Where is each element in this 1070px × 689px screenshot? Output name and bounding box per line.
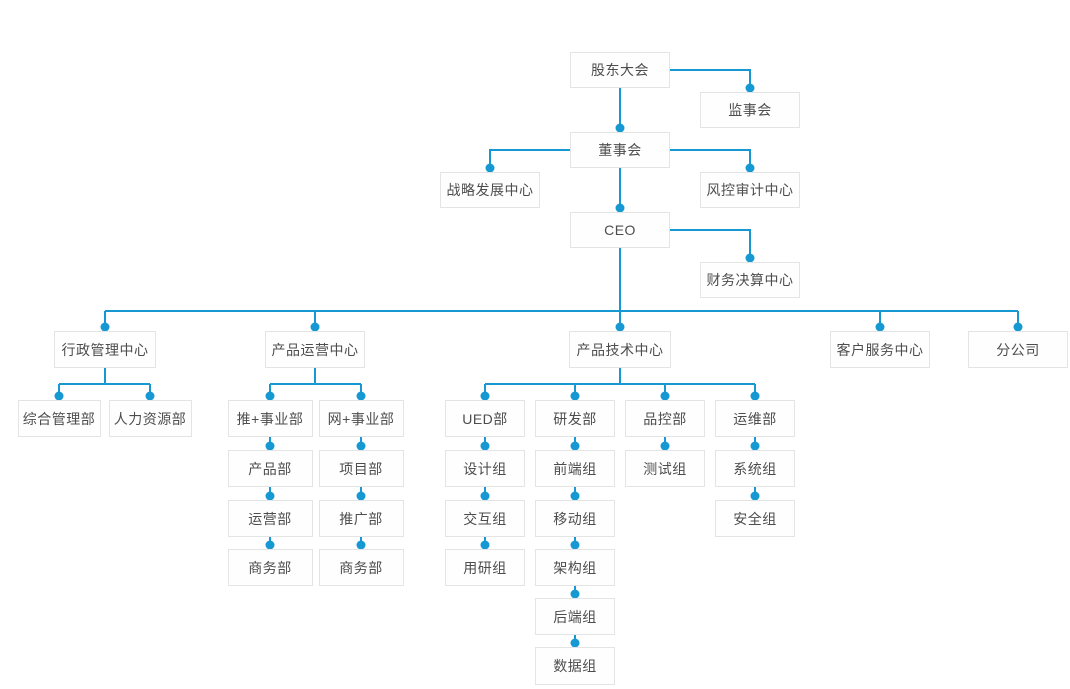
org-node-operations-dept: 运营部 <box>227 500 313 537</box>
connector-dot <box>310 322 320 332</box>
connector-dot <box>570 540 580 550</box>
connector-dot <box>570 441 580 451</box>
connector-dot <box>750 491 760 501</box>
org-node-mobile-group: 移动组 <box>535 500 615 537</box>
connector-dot <box>480 391 490 401</box>
connector-dot <box>480 540 490 550</box>
org-node-frontend-group: 前端组 <box>535 450 615 487</box>
connector-dot <box>570 391 580 401</box>
connector-dot <box>265 391 275 401</box>
connector-dot <box>615 123 625 133</box>
org-node-board-of-directors: 董事会 <box>570 132 670 168</box>
connector-dot <box>100 322 110 332</box>
org-node-tui-business-dept: 推+事业部 <box>227 400 313 437</box>
org-node-general-mgmt-dept: 综合管理部 <box>17 400 101 437</box>
org-node-interaction-group: 交互组 <box>445 500 525 537</box>
org-node-project-dept: 项目部 <box>318 450 404 487</box>
org-node-supervisory-board: 监事会 <box>700 92 800 128</box>
org-node-hr-dept: 人力资源部 <box>108 400 192 437</box>
connector-dot <box>265 540 275 550</box>
org-node-rnd-dept: 研发部 <box>535 400 615 437</box>
connector-dot <box>660 441 670 451</box>
org-node-product-tech-center: 产品技术中心 <box>569 331 671 368</box>
connector-dot <box>615 322 625 332</box>
org-node-system-group: 系统组 <box>715 450 795 487</box>
connector-dot <box>480 441 490 451</box>
connector-dot <box>660 391 670 401</box>
connector-line <box>670 149 751 172</box>
org-node-shareholders-meeting: 股东大会 <box>570 52 670 88</box>
org-node-ued-dept: UED部 <box>445 400 525 437</box>
connector-dot <box>745 163 755 173</box>
connector-line <box>489 149 570 172</box>
connector-line <box>670 229 751 262</box>
org-node-strategy-dev-center: 战略发展中心 <box>440 172 540 208</box>
connector-dot <box>875 322 885 332</box>
connector-dot <box>570 638 580 648</box>
connector-dot <box>745 253 755 263</box>
org-node-wang-business-dept: 网+事业部 <box>318 400 404 437</box>
org-node-security-group: 安全组 <box>715 500 795 537</box>
connector-dot <box>750 391 760 401</box>
org-node-customer-service-center: 客户服务中心 <box>830 331 930 368</box>
org-node-design-group: 设计组 <box>445 450 525 487</box>
connector-dot <box>145 391 155 401</box>
org-node-testing-group: 测试组 <box>625 450 705 487</box>
org-node-architecture-group: 架构组 <box>535 549 615 586</box>
connector-dot <box>570 589 580 599</box>
org-node-product-ops-center: 产品运营中心 <box>265 331 365 368</box>
org-node-data-group: 数据组 <box>535 647 615 685</box>
org-node-maintenance-dept: 运维部 <box>715 400 795 437</box>
connector-dot <box>745 83 755 93</box>
connector-dot <box>265 491 275 501</box>
connector-line <box>670 69 751 92</box>
org-node-risk-audit-center: 风控审计中心 <box>700 172 800 208</box>
connector-dot <box>570 491 580 501</box>
connector-dot <box>265 441 275 451</box>
org-node-qc-dept: 品控部 <box>625 400 705 437</box>
org-node-user-research-group: 用研组 <box>445 549 525 586</box>
connector-dot <box>356 441 366 451</box>
org-node-backend-group: 后端组 <box>535 598 615 635</box>
connector-dot <box>615 203 625 213</box>
org-node-product-dept: 产品部 <box>227 450 313 487</box>
org-node-finance-settlement-center: 财务决算中心 <box>700 262 800 298</box>
connector-dot <box>54 391 64 401</box>
connector-dot <box>750 441 760 451</box>
org-node-admin-mgmt-center: 行政管理中心 <box>54 331 156 368</box>
org-node-business-dept-a: 商务部 <box>227 549 313 586</box>
connector-dot <box>356 391 366 401</box>
org-node-ceo: CEO <box>570 212 670 248</box>
org-node-business-dept-b: 商务部 <box>318 549 404 586</box>
org-node-promotion-dept: 推广部 <box>318 500 404 537</box>
connector-dot <box>356 540 366 550</box>
org-node-branch-company: 分公司 <box>968 331 1068 368</box>
connector-dot <box>485 163 495 173</box>
connector-dot <box>480 491 490 501</box>
connector-dot <box>356 491 366 501</box>
connector-dot <box>1013 322 1023 332</box>
